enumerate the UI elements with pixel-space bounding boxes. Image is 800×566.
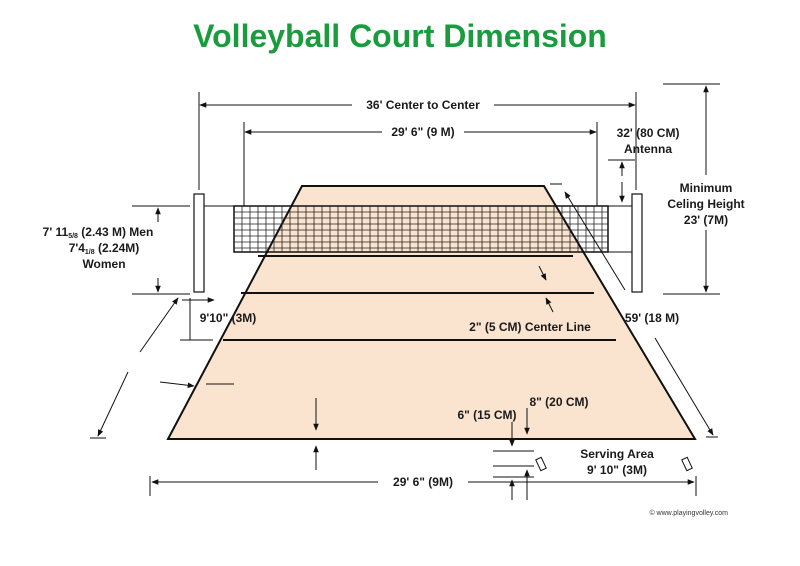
court-length-label: 59' (18 M) <box>625 311 679 325</box>
ceiling-label-1: Minimum <box>680 181 733 195</box>
center-to-center-dimension: 36' Center to Center <box>198 92 637 190</box>
antenna-label-1: 32' (80 CM) <box>617 126 680 140</box>
line-width-8-label: 8" (20 CM) <box>529 395 588 409</box>
center-line-label: 2" (5 CM) Center Line <box>469 320 591 334</box>
net <box>204 205 632 253</box>
page-title: Volleyball Court Dimension <box>193 18 607 54</box>
attack-line-dimension <box>180 297 215 341</box>
serving-area-markers <box>535 456 693 472</box>
net-length-dimension: 29' 6" (9 M) <box>244 125 597 139</box>
net-height-women-label: 7'41/8 (2.24M) <box>69 241 140 256</box>
court-length-dimension <box>550 183 718 438</box>
antenna-height-dimension <box>608 159 635 203</box>
net-height-dimension <box>132 205 190 295</box>
court-surface <box>166 185 697 440</box>
center-to-center-label: 36' Center to Center <box>366 98 480 112</box>
court-width-dimension <box>149 476 697 496</box>
ceiling-label-2: Celing Height <box>667 197 744 211</box>
court-length-dimension-left <box>90 297 179 439</box>
court-width-label: 29' 6" (9M) <box>393 475 453 489</box>
net-length-label: 29' 6" (9 M) <box>391 125 454 139</box>
attack-line-label: 9'10" (3M) <box>200 311 257 325</box>
net-post-left <box>193 193 205 293</box>
ceiling-height-dimension <box>663 83 720 295</box>
net-post-right <box>631 193 643 293</box>
net-height-women-label-2: Women <box>82 257 125 271</box>
line-width-6-label: 6" (15 CM) <box>457 408 516 422</box>
serving-area-label-1: Serving Area <box>580 447 654 461</box>
copyright-text: © www.playingvolley.com <box>649 509 728 517</box>
antenna-label-2: Antenna <box>624 142 672 156</box>
line-width-dimension <box>493 408 534 500</box>
ceiling-label-3: 23' (7M) <box>684 213 728 227</box>
net-height-men-label: 7' 115/8 (2.43 M) Men <box>43 225 154 240</box>
serving-area-label-2: 9' 10" (3M) <box>587 463 647 477</box>
